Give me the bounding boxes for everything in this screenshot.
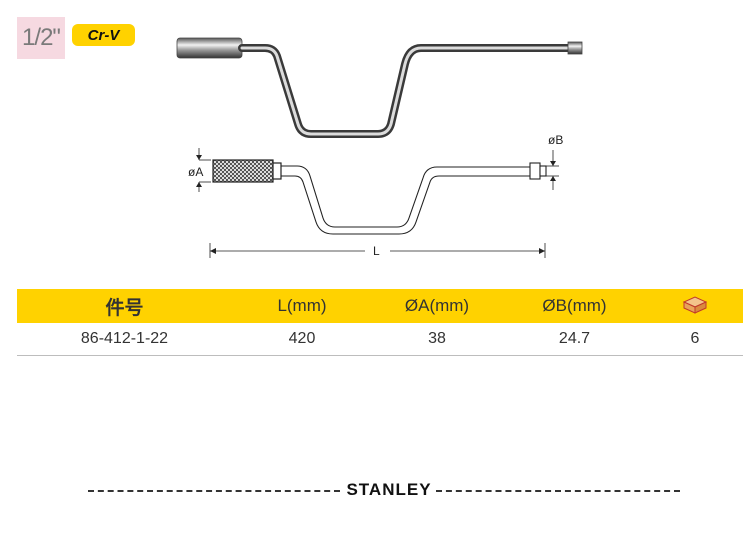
header-pack: [647, 289, 743, 323]
cell-dia-a: 38: [372, 323, 502, 356]
dim-a-label: øA: [188, 165, 203, 179]
cell-length: 420: [232, 323, 372, 356]
dim-l-label: L: [373, 244, 380, 258]
brand-logo: STANLEY: [346, 480, 432, 499]
cell-pack: 6: [647, 323, 743, 356]
cell-part-no: 86-412-1-22: [17, 323, 232, 356]
divider-left: [88, 490, 340, 492]
header-part-no: 件号: [17, 289, 232, 323]
header-length: L(mm): [232, 289, 372, 323]
dimension-drawing: øA øB L: [188, 133, 563, 258]
divider-right: [436, 490, 680, 492]
dim-b-label: øB: [548, 133, 563, 147]
product-photo: [176, 37, 583, 138]
spec-table: 件号 L(mm) ØA(mm) ØB(mm) 86-412-1-22 420 3…: [17, 289, 743, 356]
header-dia-b: ØB(mm): [502, 289, 647, 323]
header-dia-a: ØA(mm): [372, 289, 502, 323]
table-header-row: 件号 L(mm) ØA(mm) ØB(mm): [17, 289, 743, 323]
material-badge: Cr-V: [72, 24, 135, 46]
brand-footer: STANLEY: [88, 480, 680, 502]
box-icon: [682, 295, 708, 314]
table-row: 86-412-1-22 420 38 24.7 6: [17, 323, 743, 356]
drive-size-badge: 1/2": [17, 17, 65, 59]
cell-dia-b: 24.7: [502, 323, 647, 356]
